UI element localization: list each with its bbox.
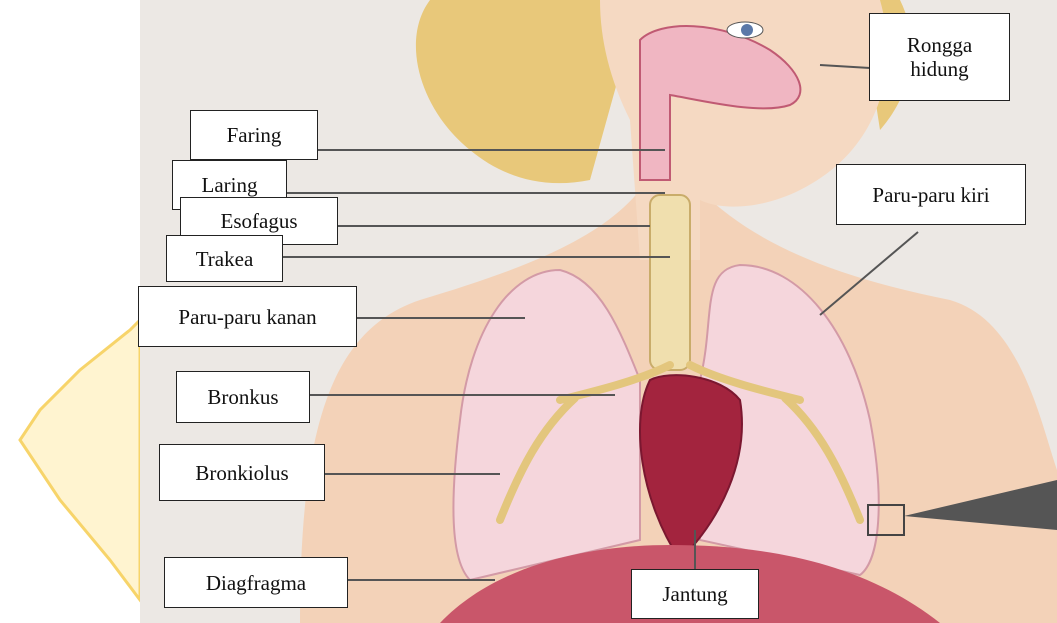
label-trakea: Trakea: [166, 235, 283, 282]
trachea: [650, 195, 690, 370]
label-paru-kiri: Paru-paru kiri: [836, 164, 1026, 225]
label-bronkiolus: Bronkiolus: [159, 444, 325, 501]
label-faring: Faring: [190, 110, 318, 160]
label-diafragma: Diagfragma: [164, 557, 348, 608]
label-paru-kanan: Paru-paru kanan: [138, 286, 357, 347]
label-jantung: Jantung: [631, 569, 759, 619]
label-bronkus: Bronkus: [176, 371, 310, 423]
label-rongga-hidung: Rongga hidung: [869, 13, 1010, 101]
watermark-shape: [20, 320, 140, 600]
